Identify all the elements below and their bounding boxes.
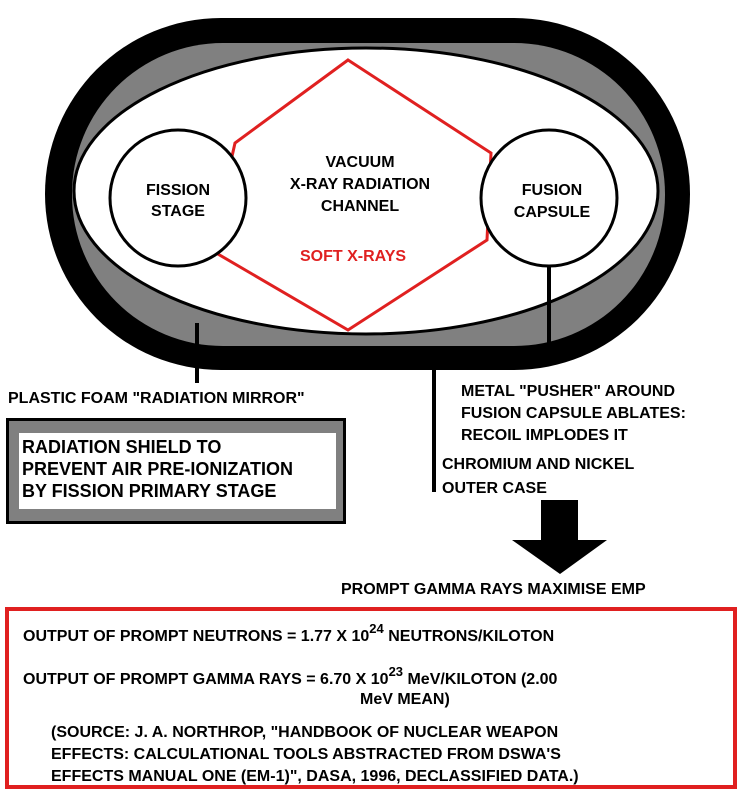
gamma-output-line: OUTPUT OF PROMPT GAMMA RAYS = 6.70 X 102… [23, 665, 558, 688]
soft-xrays-label: SOFT X-RAYS [299, 248, 407, 265]
prompt-gamma-heading: PROMPT GAMMA RAYS MAXIMISE EMP [341, 581, 646, 598]
radiation-shield-box: RADIATION SHIELD TO PREVENT AIR PRE-IONI… [6, 418, 346, 524]
pusher-label-line2: FUSION CAPSULE ABLATES: [461, 405, 686, 422]
neutrons-suffix: NEUTRONS/KILOTON [383, 628, 555, 645]
vacuum-channel [72, 46, 660, 336]
fission-label-line1: FISSION [145, 182, 210, 199]
channel-label-line2: X-RAY RADIATION [289, 176, 431, 193]
outer-case-label: CHROMIUM AND NICKEL OUTER CASE [442, 453, 634, 501]
soft-xray-paths [209, 58, 493, 332]
neutrons-exponent: 24 [369, 621, 384, 636]
gamma-suffix: MeV/KILOTON (2.00 [403, 671, 558, 688]
channel-label: VACUUM X-RAY RADIATION CHANNEL [260, 152, 460, 218]
fusion-label-line1: FUSION [521, 182, 583, 199]
gamma-output-line2: MeV MEAN) [360, 691, 450, 708]
shield-line3: BY FISSION PRIMARY STAGE [22, 481, 277, 501]
radiation-shield-text: RADIATION SHIELD TO PREVENT AIR PRE-IONI… [19, 433, 336, 509]
pusher-label: METAL "PUSHER" AROUND FUSION CAPSULE ABL… [461, 381, 686, 447]
output-box: OUTPUT OF PROMPT NEUTRONS = 1.77 X 1024 … [5, 607, 737, 789]
fusion-label-line2: CAPSULE [513, 204, 591, 221]
fission-stage-label: FISSION STAGE [128, 180, 228, 222]
gamma-exponent: 23 [388, 664, 404, 679]
down-arrow-icon [512, 500, 607, 574]
source-line3: EFFECTS MANUAL ONE (EM-1)", DASA, 1996, … [51, 768, 579, 785]
source-line2: EFFECTS: CALCULATIONAL TOOLS ABSTRACTED … [51, 746, 561, 763]
gamma-prefix: OUTPUT OF PROMPT GAMMA RAYS = 6.70 X 10 [23, 671, 389, 688]
channel-label-line1: VACUUM [325, 154, 395, 171]
outer-case-label-line1: CHROMIUM AND NICKEL [442, 456, 635, 473]
fission-stage [108, 128, 248, 268]
plastic-foam-label: PLASTIC FOAM "RADIATION MIRROR" [8, 390, 305, 407]
channel-label-line3: CHANNEL [320, 198, 400, 215]
fusion-capsule-label: FUSION CAPSULE [500, 180, 604, 224]
pusher-label-line3: RECOIL IMPLODES IT [461, 427, 628, 444]
fission-label-line2: STAGE [151, 203, 205, 220]
source-citation: (SOURCE: J. A. NORTHROP, "HANDBOOK OF NU… [51, 722, 579, 788]
pusher-label-line1: METAL "PUSHER" AROUND [461, 383, 675, 400]
shield-line2: PREVENT AIR PRE-IONIZATION [22, 459, 294, 479]
shield-line1: RADIATION SHIELD TO [22, 437, 222, 457]
source-line1: (SOURCE: J. A. NORTHROP, "HANDBOOK OF NU… [51, 724, 559, 741]
neutrons-output-line: OUTPUT OF PROMPT NEUTRONS = 1.77 X 1024 … [23, 622, 555, 645]
outer-case-label-line2: OUTER CASE [442, 480, 547, 497]
neutrons-prefix: OUTPUT OF PROMPT NEUTRONS = 1.77 X 10 [23, 628, 370, 645]
